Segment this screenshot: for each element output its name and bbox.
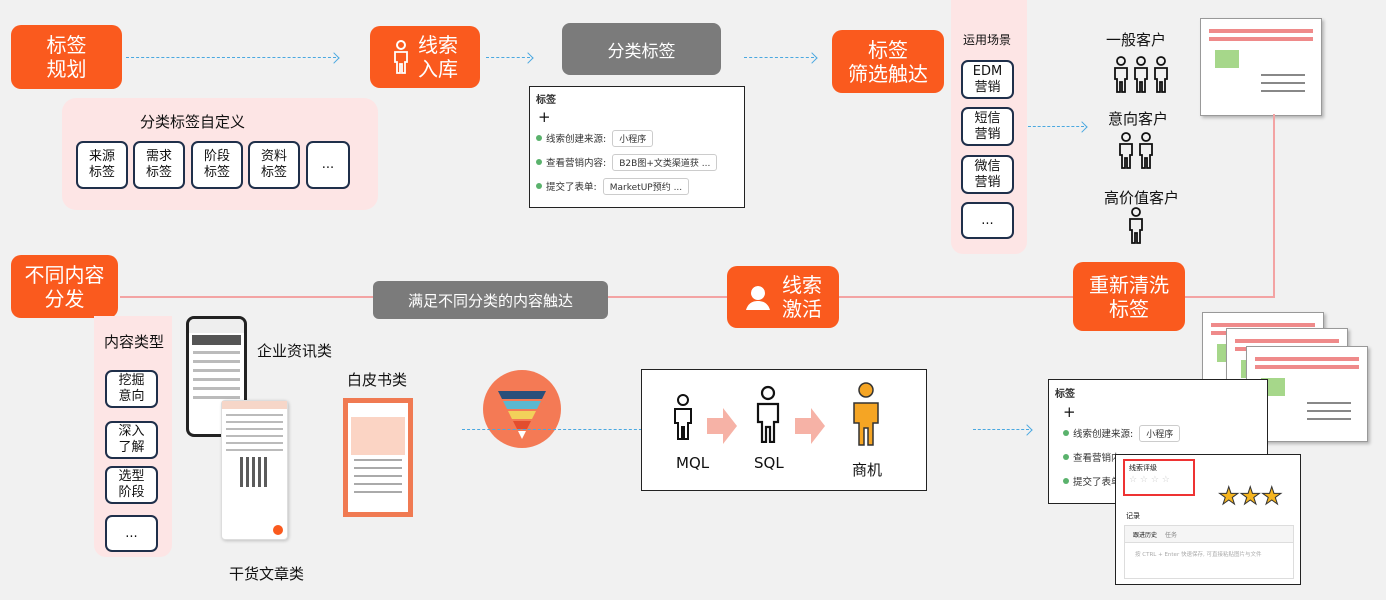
stage-mql: MQL xyxy=(676,454,710,472)
tag-row: 线索创建来源: 小程序 xyxy=(1063,421,1261,445)
funnel-icon xyxy=(483,370,561,448)
scene-sms: 短信营销 xyxy=(961,107,1014,146)
tab-follow-history[interactable]: 跟进历史 xyxy=(1133,531,1158,539)
content-dist-box: 不同内容 分发 xyxy=(11,255,118,318)
person-icon xyxy=(394,40,408,74)
scene-wechat: 微信营销 xyxy=(961,155,1014,194)
agent-icon xyxy=(746,284,770,310)
tag-row: 提交了表单 xyxy=(1063,469,1261,493)
tag-planning-box: 标签 规划 xyxy=(11,25,122,89)
lead-rating-box: 线索评级 ☆ ☆ ☆ ☆ xyxy=(1123,459,1195,496)
qr-code-icon xyxy=(239,457,270,487)
lead-intake-box: 线索 入库 xyxy=(370,26,480,88)
record-label: 记录 xyxy=(1126,512,1140,520)
tag-source: 来源标签 xyxy=(76,141,128,189)
intent-customers-icon xyxy=(1119,132,1153,169)
tag-panel-top: 标签 + 线索创建来源: 小程序 查看营销内容: B2B图+文类渠道获 ... … xyxy=(529,86,745,208)
lead-record-panel: 线索评级 ☆ ☆ ☆ ☆ 记录 跟进历史 任务 按 CTRL + Enter 快… xyxy=(1115,454,1301,585)
tag-panel-title: 标签 xyxy=(536,95,556,106)
type-selection: 选型阶段 xyxy=(105,466,158,504)
tag-stage: 阶段标签 xyxy=(191,141,243,189)
lead-intake-line1: 线索 xyxy=(418,33,458,57)
stage-opportunity: 商机 xyxy=(852,461,883,479)
retag-box: 重新清洗 标签 xyxy=(1073,262,1185,331)
high-value-customer-icon xyxy=(1129,207,1143,244)
star-icon: ★ xyxy=(1261,482,1283,511)
custom-tag-panel-title: 分类标签自定义 xyxy=(140,113,246,131)
type-deep: 深入了解 xyxy=(105,421,158,459)
rating-stars: ★★★ xyxy=(1218,482,1284,511)
whitepaper-mockup xyxy=(343,398,413,517)
tag-filter-line1: 标签 xyxy=(868,37,908,62)
customer-intent: 意向客户 xyxy=(1108,110,1169,128)
customer-general: 一般客户 xyxy=(1106,31,1167,49)
scenes-title: 运用场景 xyxy=(963,33,1012,47)
tag-more: ... xyxy=(306,141,350,189)
article-mockup xyxy=(221,400,288,540)
customer-high-value: 高价值客户 xyxy=(1104,189,1180,207)
mql-person-icon xyxy=(674,394,692,440)
opportunity-person-icon xyxy=(853,382,879,446)
tag-material: 资料标签 xyxy=(248,141,300,189)
arrow-right-icon xyxy=(707,408,737,444)
enterprise-news-label: 企业资讯类 xyxy=(257,342,333,360)
tag-demand: 需求标签 xyxy=(133,141,185,189)
type-more: ... xyxy=(105,515,158,552)
general-customers-icon xyxy=(1114,56,1168,93)
webpage-mockup xyxy=(1200,18,1322,116)
dry-articles-label: 干货文章类 xyxy=(229,565,305,583)
type-explore: 挖掘意向 xyxy=(105,370,158,408)
tag-row: 查看营销内 xyxy=(1063,445,1261,469)
add-tag-icon[interactable]: + xyxy=(538,108,551,126)
webpage-mockup xyxy=(1246,346,1368,442)
star-icon: ★ xyxy=(1218,482,1240,511)
note-input[interactable]: 按 CTRL + Enter 快速保存, 可直接粘贴图片与文件 xyxy=(1135,552,1262,558)
content-types-title: 内容类型 xyxy=(104,333,165,351)
classify-tag-box: 分类标签 xyxy=(562,23,721,75)
tag-row: 线索创建来源: 小程序 xyxy=(536,126,738,150)
scene-more: ... xyxy=(961,202,1014,239)
star-icon: ★ xyxy=(1239,482,1262,511)
tag-planning-line2: 规划 xyxy=(46,57,87,81)
lead-intake-line2: 入库 xyxy=(418,57,458,81)
lead-activate-box: 线索 激活 xyxy=(727,266,839,328)
content-reach-banner: 满足不同分类的内容触达 xyxy=(373,281,608,319)
arrow-right-icon xyxy=(795,408,825,444)
tag-row: 查看营销内容: B2B图+文类渠道获 ... xyxy=(536,150,738,174)
whitepaper-label: 白皮书类 xyxy=(347,371,408,389)
tab-task[interactable]: 任务 xyxy=(1165,531,1178,539)
tag-filter-line2: 筛选触达 xyxy=(848,61,928,86)
phone-mockup xyxy=(186,316,247,437)
tag-row: 提交了表单: MarketUP预约 ... xyxy=(536,174,738,198)
tag-filter-box: 标签 筛选触达 xyxy=(832,30,944,93)
stage-sql: SQL xyxy=(754,454,784,472)
tag-planning-line1: 标签 xyxy=(46,33,87,57)
sql-person-icon xyxy=(756,385,780,443)
add-tag-icon[interactable]: + xyxy=(1063,403,1076,421)
